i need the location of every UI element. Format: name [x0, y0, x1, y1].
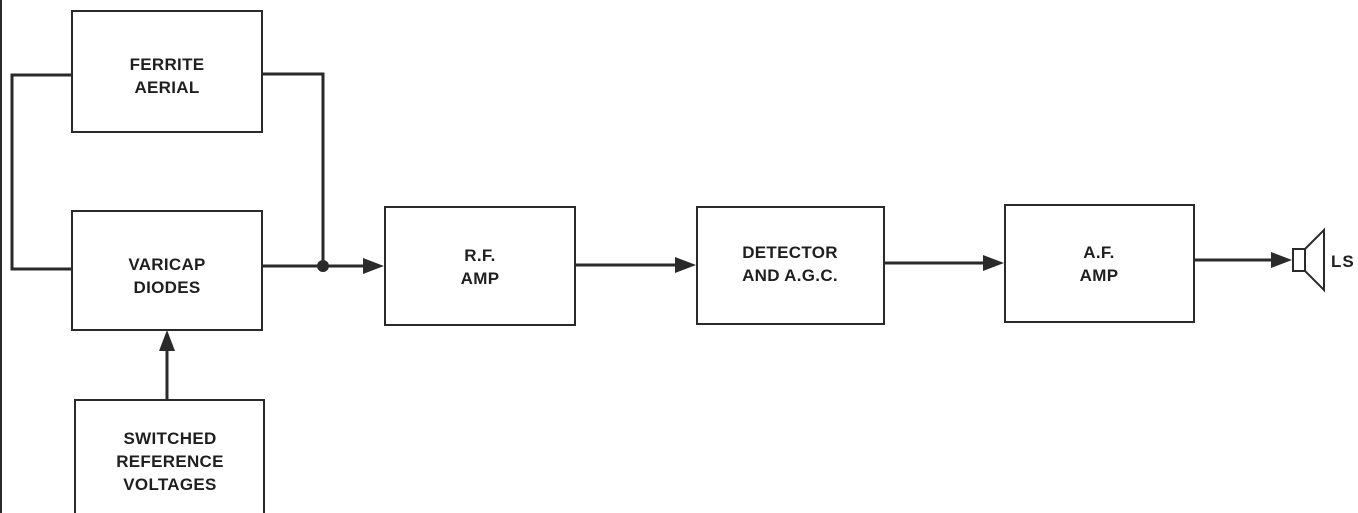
arrow-heads [159, 252, 1292, 351]
detector-line-1: DETECTOR [742, 243, 838, 262]
block-detector-agc: DETECTOR AND A.G.C. [696, 206, 885, 325]
wire-aerial-right-to-junction [262, 72, 325, 266]
block-af-amp: A.F. AMP [1004, 204, 1195, 323]
arrow-into-afamp [983, 255, 1004, 271]
ferrite-aerial-line-1: FERRITE [130, 55, 205, 74]
switched-line-1: SWITCHED [123, 429, 216, 448]
varicap-line-1: VARICAP [128, 255, 205, 274]
loudspeaker-icon [1292, 227, 1325, 293]
af-amp-line-1: A.F. [1083, 243, 1114, 262]
block-rf-amp: R.F. AMP [384, 206, 576, 326]
ferrite-aerial-line-2: AERIAL [134, 78, 199, 97]
arrow-into-speaker [1271, 252, 1292, 268]
connection-wires [10, 72, 1276, 400]
detector-line-2: AND A.G.C. [742, 266, 838, 285]
switched-line-2: REFERENCE [116, 452, 224, 471]
switched-line-3: VOLTAGES [123, 475, 216, 494]
arrow-into-rfamp [363, 258, 384, 274]
rf-amp-line-1: R.F. [464, 246, 495, 265]
arrow-into-detector [675, 257, 696, 273]
varicap-line-2: DIODES [134, 278, 201, 297]
block-ferrite-aerial: FERRITE AERIAL [71, 10, 263, 133]
junction-dot [317, 260, 329, 272]
rf-amp-line-2: AMP [461, 269, 500, 288]
wire-aerial-left-loop [10, 73, 72, 271]
loudspeaker-label: LS [1331, 252, 1355, 271]
af-amp-line-2: AMP [1080, 266, 1119, 285]
arrow-into-varicap [159, 330, 175, 351]
block-switched-reference-voltages: SWITCHED REFERENCE VOLTAGES [74, 399, 265, 513]
block-varicap-diodes: VARICAP DIODES [71, 210, 263, 331]
